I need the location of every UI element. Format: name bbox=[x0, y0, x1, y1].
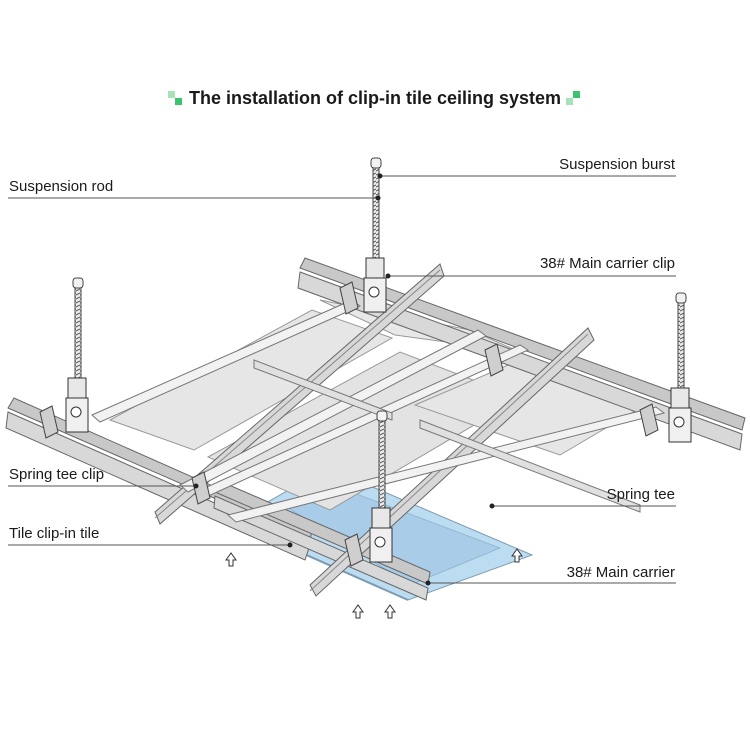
main-carrier-clips bbox=[65, 257, 692, 563]
leader-lines bbox=[8, 175, 676, 584]
title-text: The installation of clip-in tile ceiling… bbox=[188, 88, 562, 108]
spring-tee-clips bbox=[39, 281, 659, 567]
label-tile-clip-in-tile: Tile clip-in tile bbox=[9, 525, 100, 542]
label-suspension-burst: Suspension burst bbox=[559, 156, 675, 173]
label-main-carrier: 38# Main carrier bbox=[566, 564, 675, 581]
leader-dots bbox=[193, 173, 495, 586]
label-spring-tee: Spring tee bbox=[606, 486, 675, 503]
up-arrow-icon bbox=[225, 552, 237, 567]
label-spring-tee-clip: Spring tee clip bbox=[9, 466, 105, 483]
title-right-ornament-icon bbox=[566, 91, 582, 105]
up-arrow-icon bbox=[352, 604, 364, 619]
up-arrow-icon bbox=[384, 604, 396, 619]
label-suspension-rod: Suspension rod bbox=[9, 178, 114, 195]
label-main-carrier-clip: 38# Main carrier clip bbox=[539, 255, 675, 272]
diagram-title: The installation of clip-in tile ceiling… bbox=[0, 88, 750, 109]
up-arrows bbox=[225, 548, 523, 619]
title-left-ornament-icon bbox=[167, 91, 184, 105]
spring-tees bbox=[91, 299, 666, 523]
up-arrow-icon bbox=[511, 548, 523, 563]
